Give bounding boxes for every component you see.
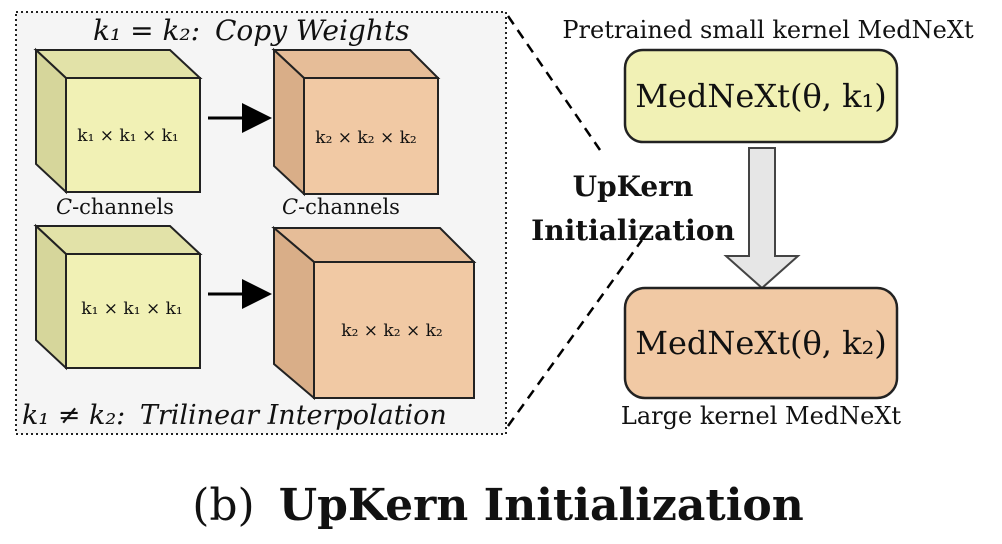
cube-label: k₂ × k₂ × k₂ xyxy=(315,128,416,148)
down-arrow xyxy=(723,147,801,290)
pretrained-caption: Pretrained small kernel MedNeXt xyxy=(562,16,974,44)
channels-label-top-right: C-channels xyxy=(282,195,400,219)
cube-small-peach-top: k₂ × k₂ × k₂ xyxy=(271,47,441,197)
cube-label: k₂ × k₂ × k₂ xyxy=(341,321,442,341)
upkern-label-line1: UpKern xyxy=(573,170,694,203)
cube-large-peach-bottom: k₂ × k₂ × k₂ xyxy=(271,225,477,401)
large-kernel-caption: Large kernel MedNeXt xyxy=(621,402,902,430)
mednext-large-box xyxy=(623,286,899,400)
cube-front-face xyxy=(65,77,201,193)
mednext-small-box xyxy=(623,48,899,144)
cube-label: k₁ × k₁ × k₁ xyxy=(77,126,178,146)
cube-front-face xyxy=(313,261,475,399)
cube-small-yellow-bottom: k₁ × k₁ × k₁ xyxy=(33,223,203,371)
top-title: k₁ = k₂: Copy Weights xyxy=(93,14,410,47)
cube-front-face xyxy=(303,77,439,195)
figure-caption: (b) UpKern Initialization xyxy=(192,480,804,531)
mednext-small-label: MedNeXt(θ, k₁) xyxy=(635,77,887,115)
mednext-large-label: MedNeXt(θ, k₂) xyxy=(635,324,887,362)
cube-label: k₁ × k₁ × k₁ xyxy=(81,299,182,319)
bottom-title: k₁ ≠ k₂: Trilinear Interpolation xyxy=(22,400,447,431)
upkern-label-line2: Initialization xyxy=(531,214,735,247)
zoom-line-bottom xyxy=(506,239,644,427)
channels-label-top-left: C-channels xyxy=(56,195,174,219)
cube-small-yellow-top: k₁ × k₁ × k₁ xyxy=(33,47,203,195)
cube-front-face xyxy=(65,253,201,369)
